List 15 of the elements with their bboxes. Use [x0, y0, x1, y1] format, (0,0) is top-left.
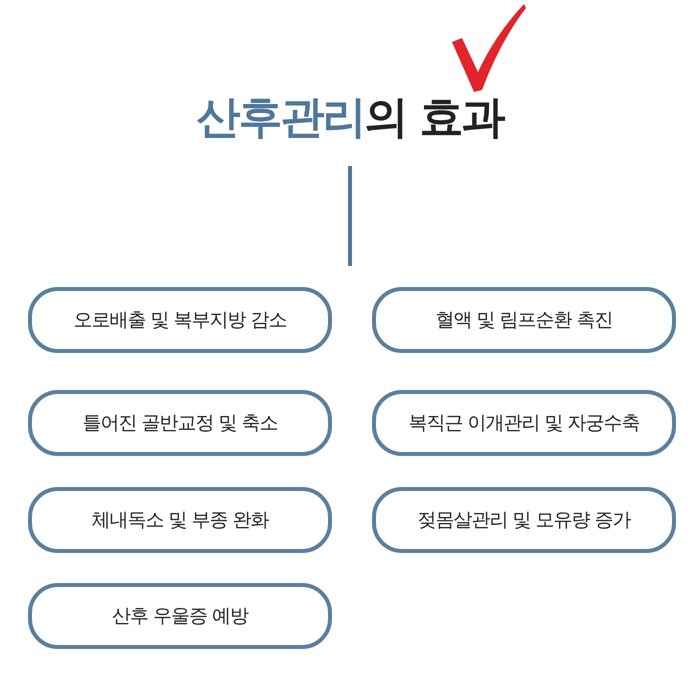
rounded-box: [28, 287, 332, 353]
box-label: 젖몸살관리 및 모유량 증가: [417, 508, 631, 533]
rounded-box: [372, 390, 676, 456]
rounded-box: [372, 287, 676, 353]
rounded-box: [28, 487, 332, 553]
box-label: 틀어진 골반교정 및 축소: [82, 411, 278, 436]
box-label: 혈액 및 림프순환 촉진: [435, 308, 613, 333]
box-label: 복직근 이개관리 및 자궁수축: [408, 411, 640, 436]
box-label: 오로배출 및 복부지방 감소: [73, 308, 287, 333]
title: 산후관리의 효과: [195, 91, 506, 145]
box-label: 산후 우울증 예방: [112, 604, 248, 629]
rounded-box: [28, 583, 332, 649]
box-label: 체내독소 및 부종 완화: [91, 508, 269, 533]
rounded-box: [372, 487, 676, 553]
rounded-box: [28, 390, 332, 456]
